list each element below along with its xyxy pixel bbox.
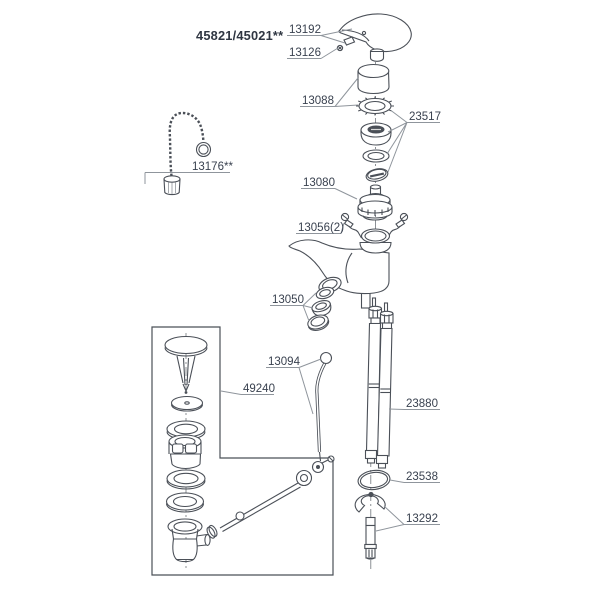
hose-right-drawing (375, 302, 394, 469)
handle-lever-drawing (338, 13, 412, 53)
pop-up-plug-drawing (164, 335, 208, 394)
part-label-13176: 13176** (192, 161, 233, 173)
part-label-13080: 13080 (303, 177, 335, 189)
side-screw-right-drawing (387, 212, 409, 239)
handle-set-screw-drawing (336, 36, 356, 52)
aerator-shell-drawing (307, 314, 330, 331)
part-label-23880: 23880 (406, 398, 438, 410)
waste-body-drawing (167, 518, 211, 563)
o-ring-drawing (357, 469, 391, 491)
pivot-clevis-drawing (295, 451, 335, 487)
part-label-23517: 23517 (409, 111, 441, 123)
part-label-13292: 13292 (406, 513, 438, 525)
part-label-13088: 13088 (302, 95, 334, 107)
pop-up-rod-drawing (315, 351, 333, 453)
horseshoe-washer-drawing (354, 491, 386, 513)
lock-ring-drawing (356, 96, 394, 116)
waste-cage-drawing (168, 434, 202, 470)
plug-and-chain-drawing (163, 111, 212, 196)
plug-washer-drawing (170, 395, 204, 412)
label-leader-lines (144, 28, 440, 532)
hose-left-drawing (364, 297, 383, 464)
waste-gasket-lower-drawing (165, 492, 205, 513)
aerator-washer-drawing (315, 286, 335, 300)
part-label-13126: 13126 (289, 47, 321, 59)
waste-gasket-upper-drawing (166, 469, 206, 490)
cartridge-drawing (357, 184, 393, 221)
faucet-body-drawing (288, 228, 392, 295)
part-label-13192: 13192 (289, 24, 321, 36)
part-label-13094: 13094 (268, 356, 301, 368)
knurled-nut-drawing (360, 122, 392, 146)
part-label-13056: 13056(2) (298, 222, 344, 234)
washer-drawing (362, 149, 390, 163)
pivot-rod-drawing (206, 482, 301, 539)
part-labels: 45821/45021** 13192 13126 13088 23517 13… (192, 24, 441, 525)
slotted-cap-drawing (365, 168, 389, 182)
handle-stem-nut-drawing (369, 48, 385, 62)
dome-cap-drawing (357, 63, 390, 95)
part-label-13050: 13050 (272, 294, 304, 306)
aerator-insert-drawing (311, 300, 332, 317)
part-label-49240: 49240 (243, 383, 275, 395)
side-screw-left-drawing (340, 212, 362, 239)
diagram-title: 45821/45021** (196, 28, 283, 43)
fixing-stud-drawing (364, 516, 377, 560)
part-label-23538: 23538 (406, 471, 438, 483)
